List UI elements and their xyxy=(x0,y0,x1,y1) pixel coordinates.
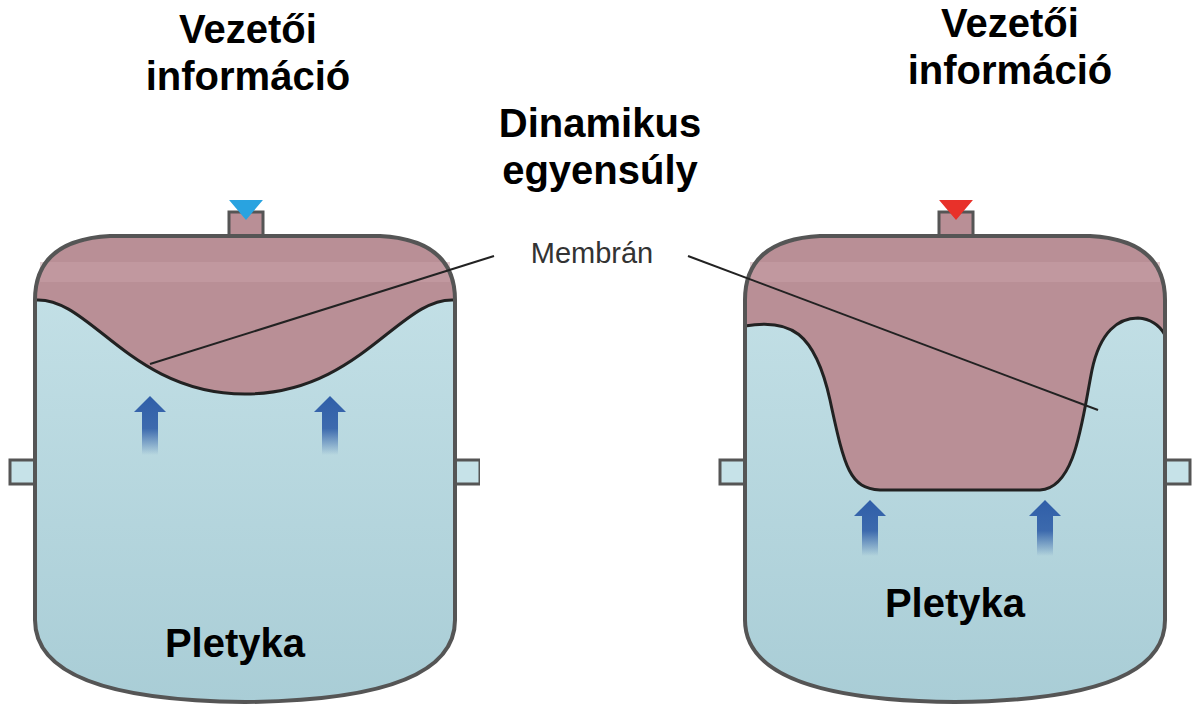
heading-label: Vezetői információ xyxy=(860,0,1160,94)
pressure-tank xyxy=(715,200,1195,710)
gas-region xyxy=(745,236,1165,490)
tank-flange xyxy=(720,460,747,484)
tank-outline xyxy=(35,236,455,702)
membrane xyxy=(35,300,455,394)
tank-flange xyxy=(1163,460,1190,484)
tank-label: Pletyka xyxy=(165,620,305,666)
pressure-arrow xyxy=(134,396,166,455)
liquid-region xyxy=(35,236,455,702)
gas-region xyxy=(35,236,455,394)
pressure-arrow xyxy=(1029,500,1061,556)
gas-band xyxy=(750,262,1160,282)
pressure-arrow xyxy=(854,500,886,556)
input-arrow xyxy=(224,200,268,220)
membrane xyxy=(745,318,1165,490)
tank-label: Pletyka xyxy=(885,580,1025,626)
pressure-arrow xyxy=(314,396,346,455)
input-arrow xyxy=(934,200,978,220)
tank-flange xyxy=(453,460,480,484)
liquid-region xyxy=(745,236,1165,702)
tank-flange xyxy=(10,460,37,484)
tank-node: Pletyka xyxy=(715,200,1195,710)
heading-label: Vezetői információ xyxy=(98,6,398,100)
heading-label: Dinamikus egyensúly xyxy=(435,100,765,194)
part-name: Membrán xyxy=(497,236,687,270)
gas-band xyxy=(40,262,450,282)
tank-node: Pletyka xyxy=(5,200,480,710)
tank-outline xyxy=(745,236,1165,702)
